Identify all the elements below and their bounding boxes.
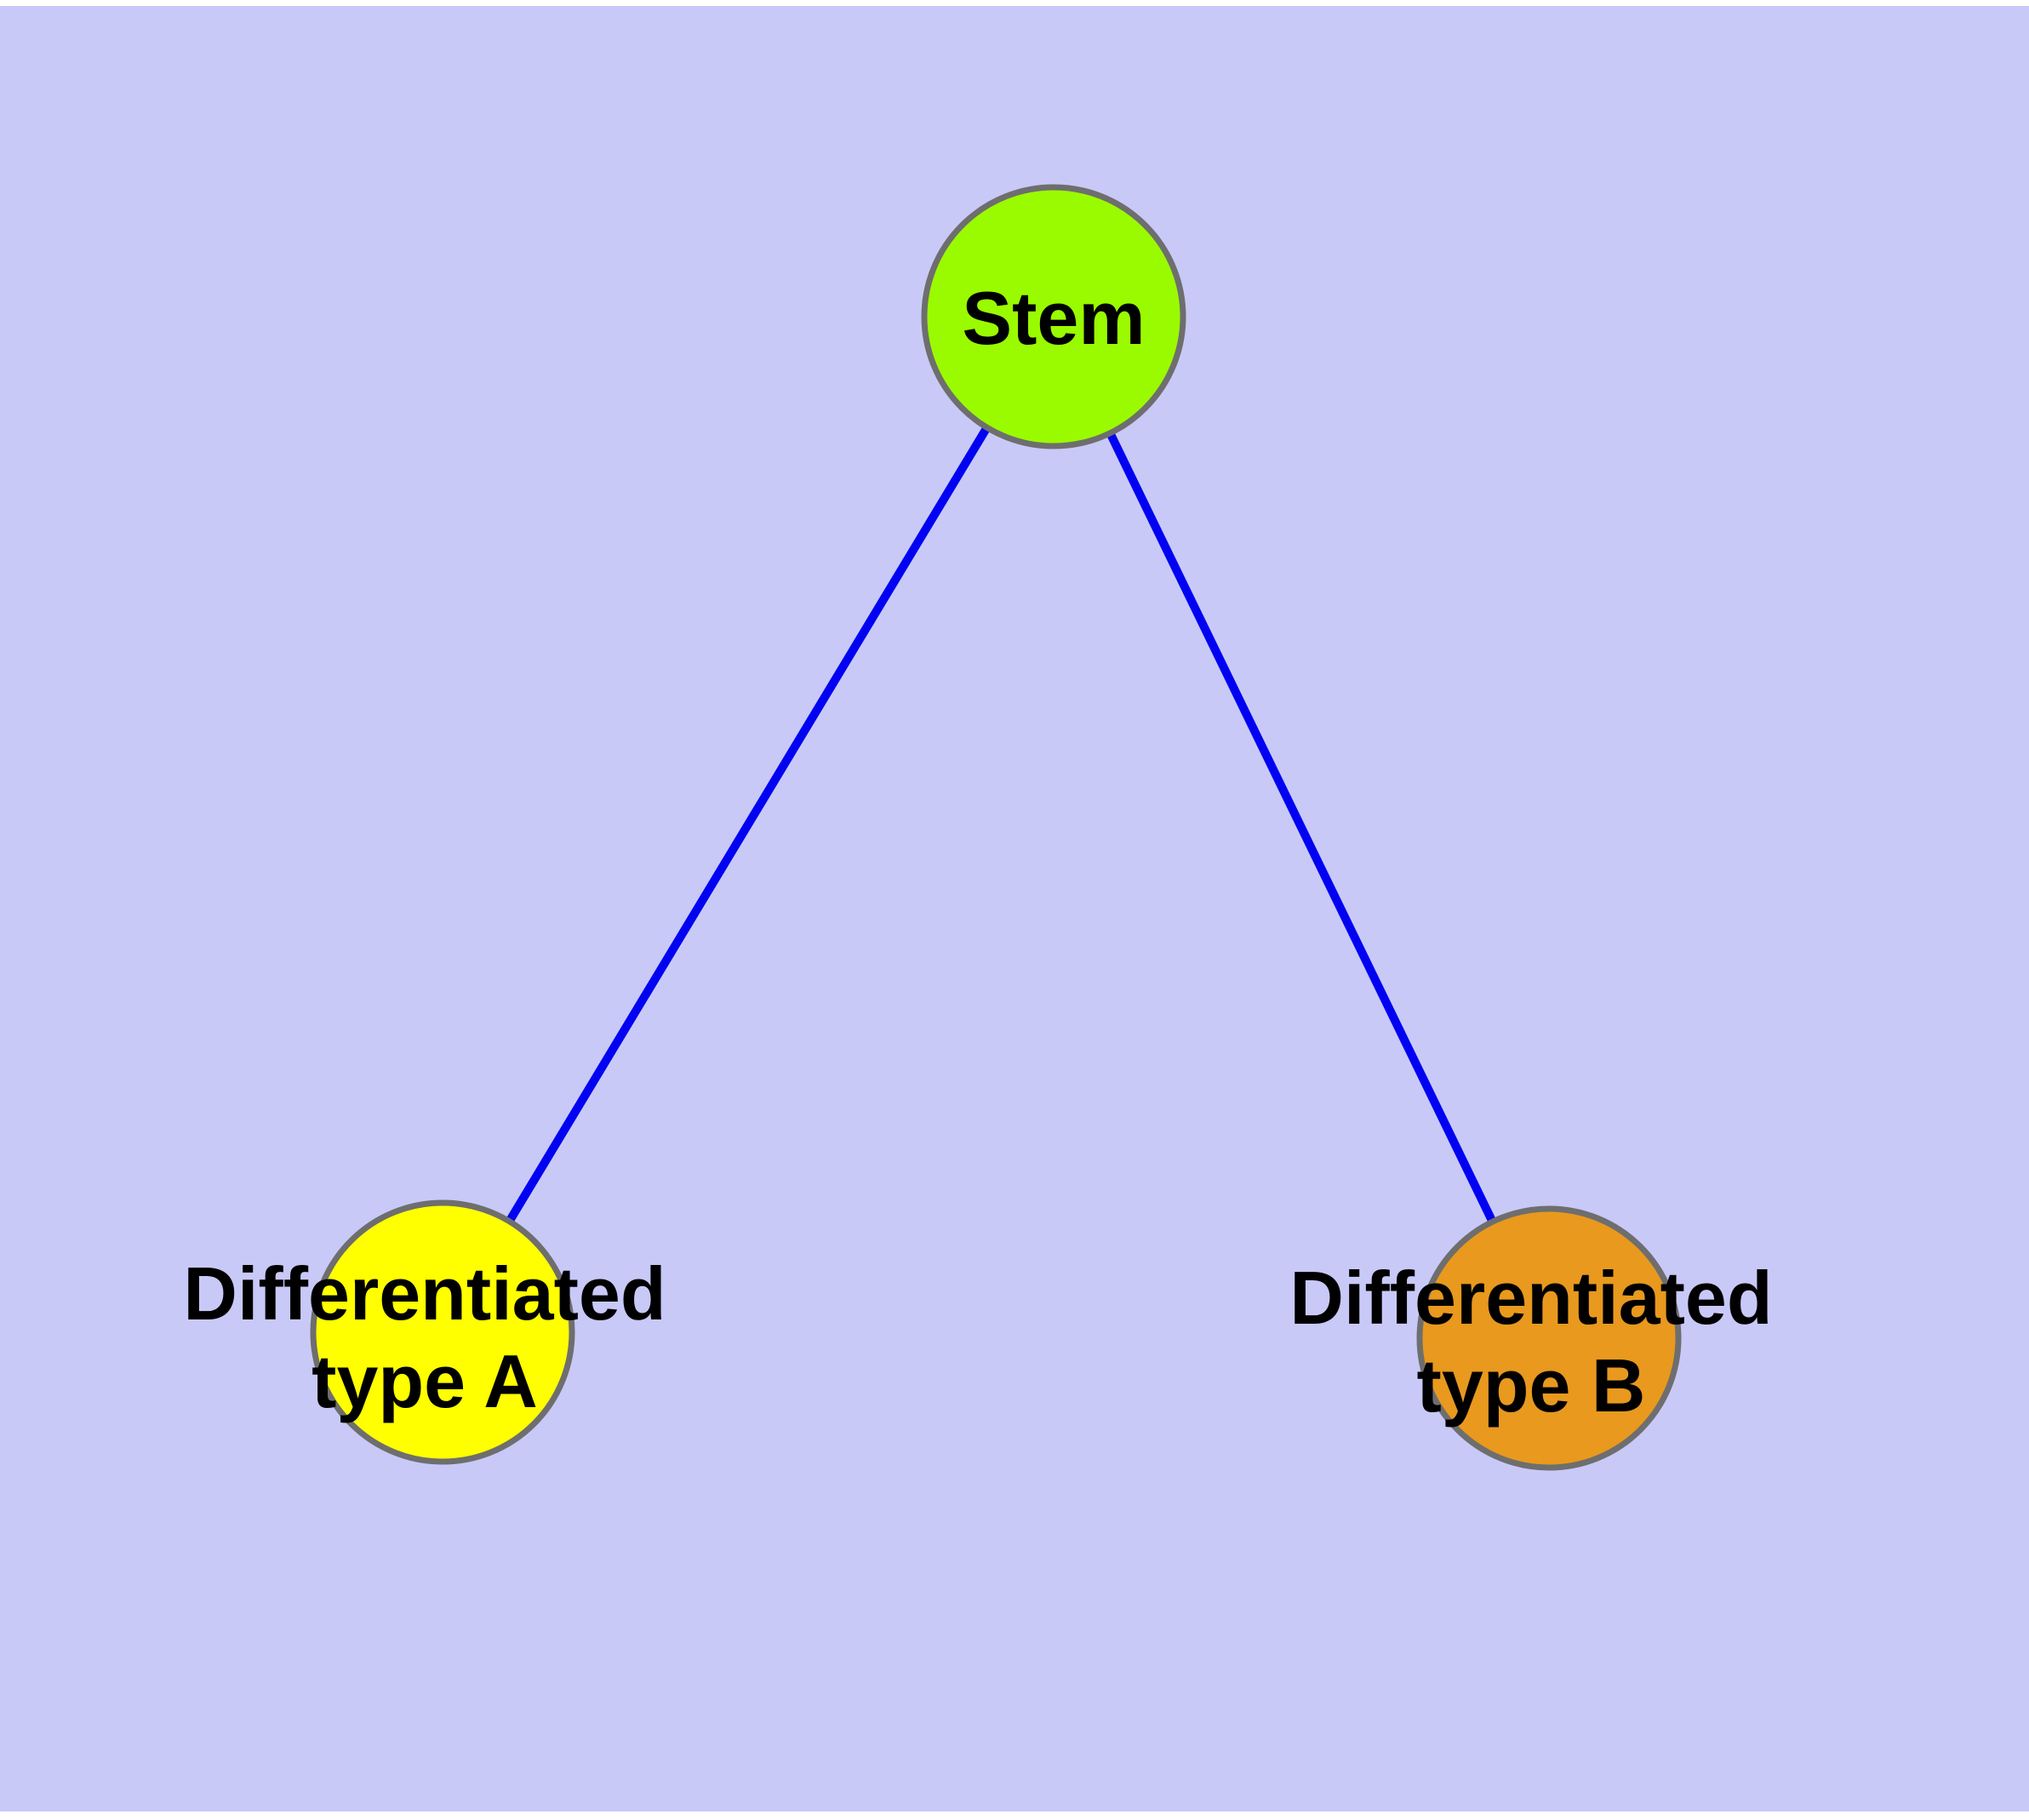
node-type-b-label-line-2: type B [1417, 1343, 1646, 1428]
node-differentiated-type-b [1416, 1205, 1682, 1471]
node-type-a-label-line-1: Differentiated [183, 1251, 666, 1336]
node-type-b-label-line-1: Differentiated [1289, 1256, 1772, 1340]
node-stem-label: Stem [962, 276, 1145, 360]
node-stem [921, 184, 1186, 449]
node-type-a-label-line-2: type A [311, 1339, 538, 1423]
edge-stem-to-type-b [1049, 314, 1553, 1341]
edge-stem-to-type-a [438, 314, 1058, 1335]
node-differentiated-type-a [310, 1199, 575, 1465]
